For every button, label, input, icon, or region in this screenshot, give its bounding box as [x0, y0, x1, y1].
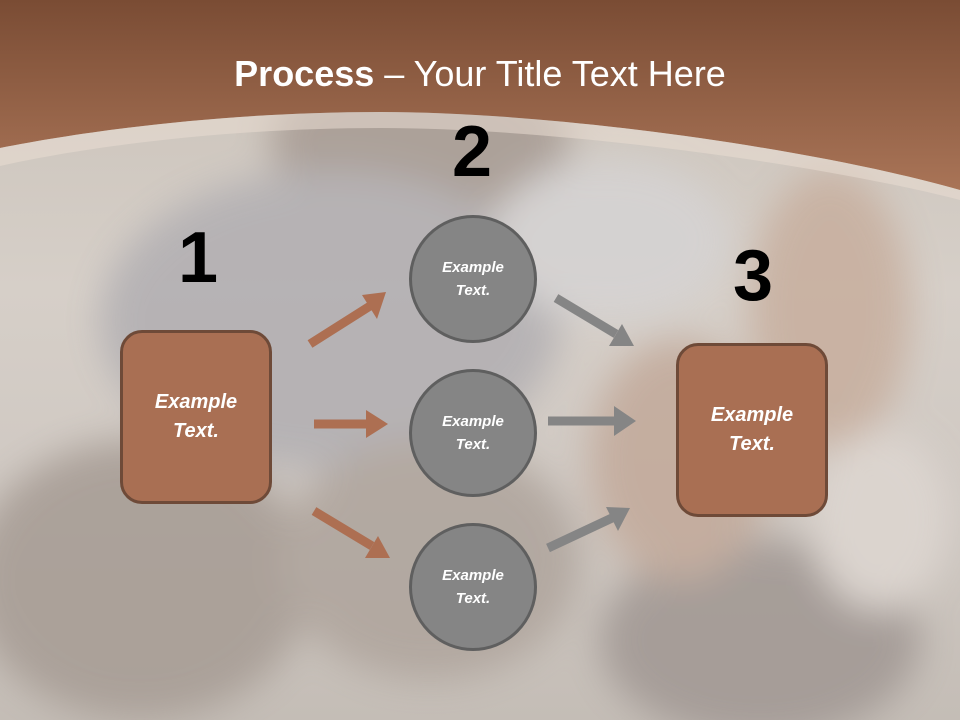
step-2-circle-bottom: Example Text.: [409, 523, 537, 651]
step-number-1: 1: [177, 218, 219, 298]
arrow-circle-bottom-to-3: [546, 507, 630, 553]
arrow-circle-top-to-3: [553, 294, 634, 346]
step-3-text: Example Text.: [710, 404, 794, 455]
step-number-2: 2: [451, 112, 493, 192]
arrow-1-to-circle-top: [307, 292, 386, 348]
step-1-text: Example Text.: [154, 391, 238, 442]
slide-title: Process – Your Title Text Here: [0, 52, 960, 96]
title-separator: –: [374, 53, 414, 94]
step-2-circle-top: Example Text.: [409, 215, 537, 343]
circle-middle-text: Example Text.: [442, 413, 504, 453]
step-number-3: 3: [732, 236, 774, 316]
circle-bottom-text: Example Text.: [442, 567, 504, 607]
title-rest: Your Title Text Here: [413, 53, 726, 94]
step-1-box: Example Text.: [120, 330, 272, 504]
arrow-1-to-circle-bottom: [311, 507, 390, 558]
arrow-1-to-circle-middle: [314, 410, 388, 438]
title-bold: Process: [234, 53, 375, 94]
circle-top-text: Example Text.: [442, 259, 504, 299]
arrow-circle-middle-to-3: [548, 406, 636, 436]
step-3-box: Example Text.: [676, 343, 828, 517]
step-2-circle-middle: Example Text.: [409, 369, 537, 497]
